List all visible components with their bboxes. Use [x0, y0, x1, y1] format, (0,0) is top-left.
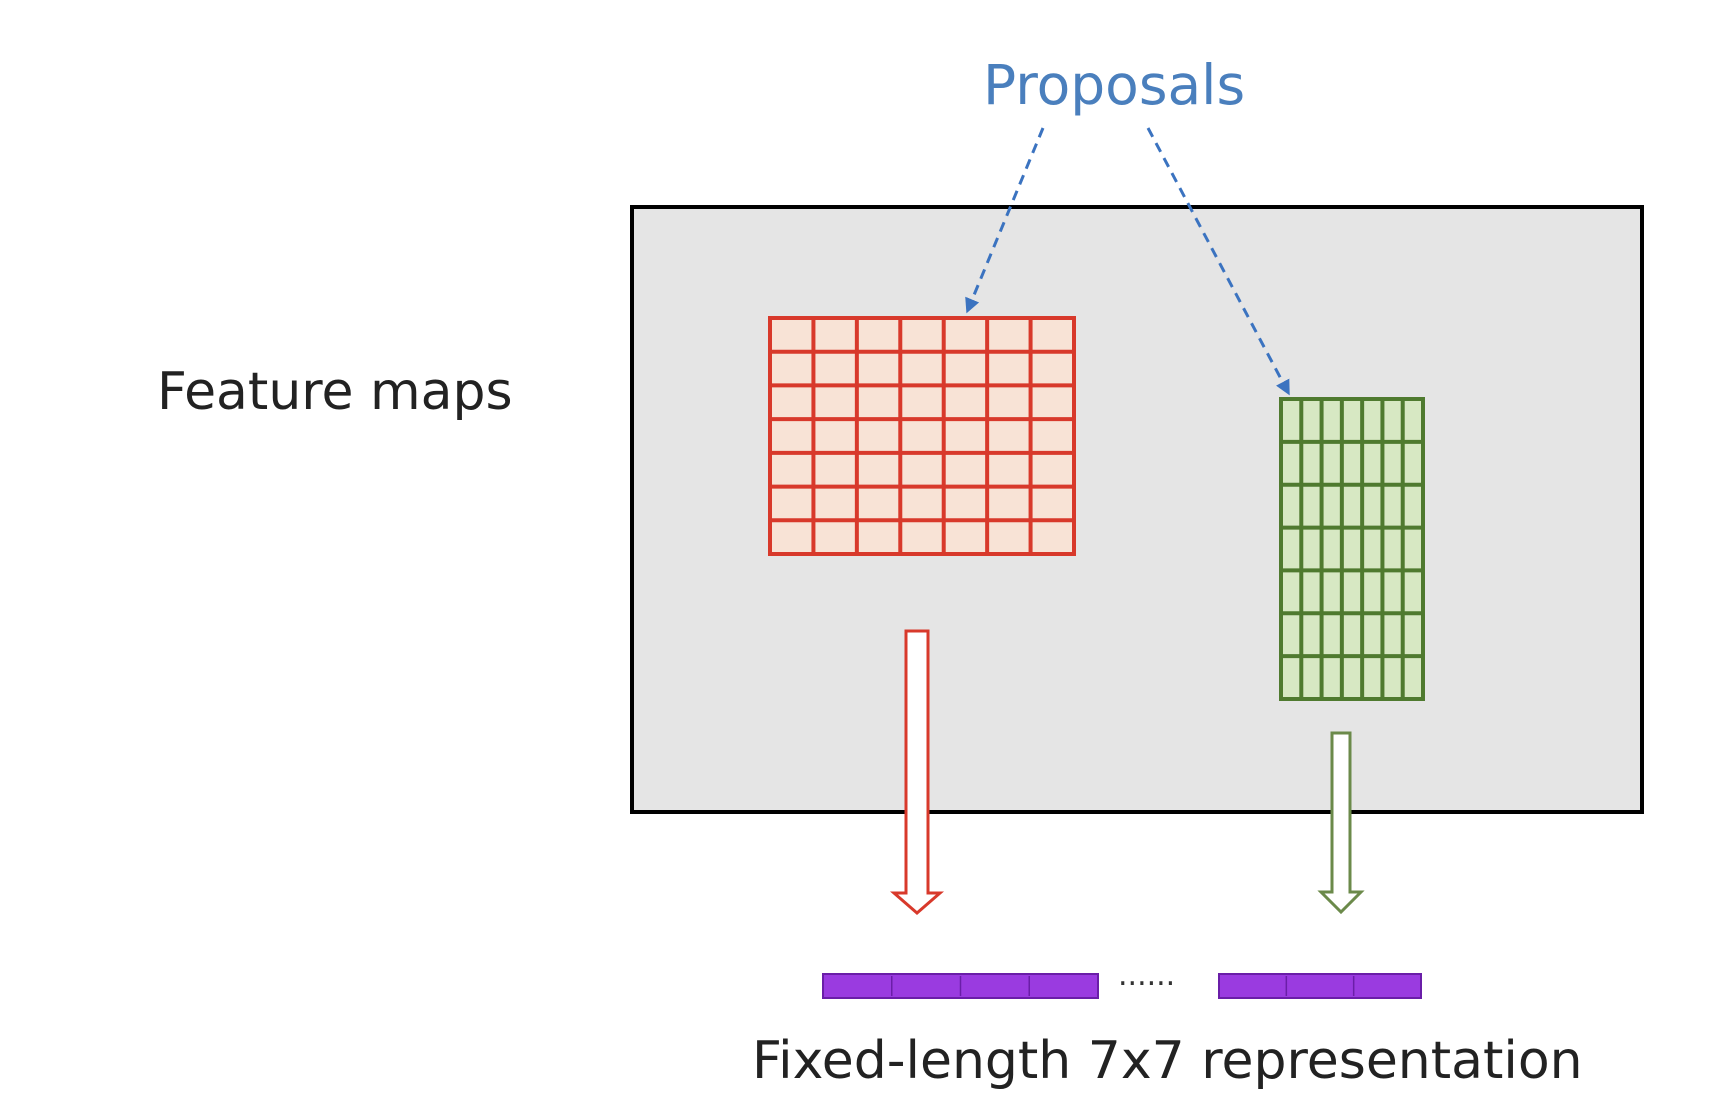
representation-bar-left — [822, 973, 1099, 999]
ellipsis-dots: ...... — [1118, 958, 1175, 993]
proposals-label: Proposals — [983, 53, 1246, 117]
feature-maps-label: Feature maps — [157, 362, 513, 422]
red-grid-outline — [768, 316, 1076, 556]
green-proposal-grid — [1279, 397, 1425, 701]
representation-bar-right — [1218, 973, 1422, 999]
bar-right-body — [1218, 973, 1422, 999]
red-proposal-grid — [768, 316, 1076, 556]
green-down-arrow — [1317, 731, 1365, 915]
fixed-length-representation-label: Fixed-length 7x7 representation — [752, 1031, 1583, 1091]
green-grid-outline — [1279, 397, 1425, 701]
red-down-arrow — [889, 629, 945, 915]
